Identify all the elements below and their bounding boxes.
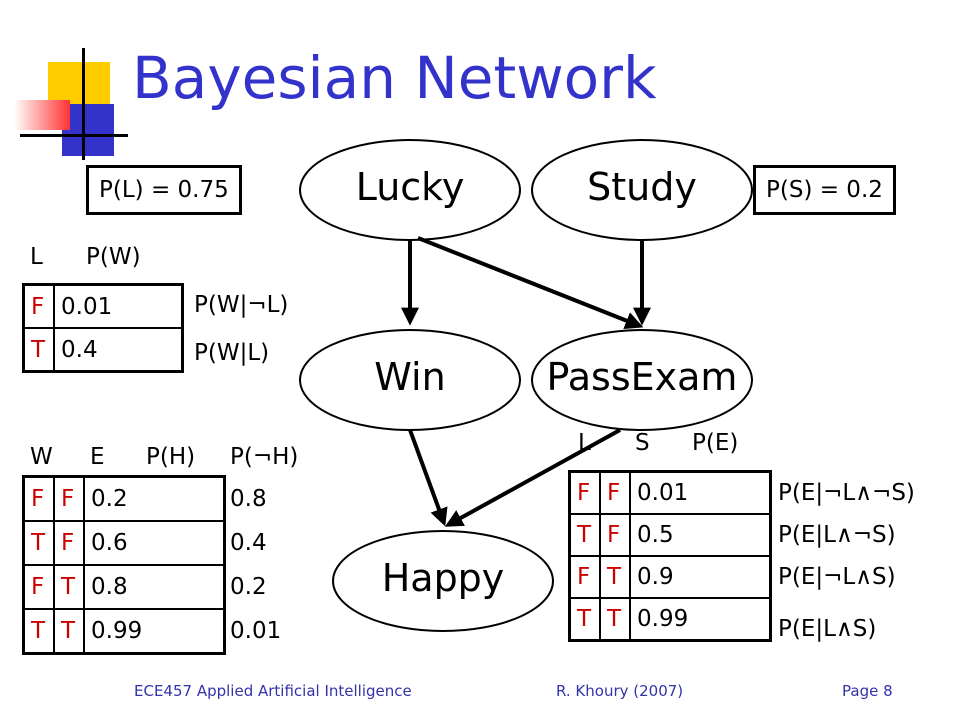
cell-p: 0.01 [629, 470, 772, 515]
cell-w: F [22, 564, 55, 610]
prior-lucky-box: P(L) = 0.75 [86, 165, 242, 215]
edge-win-happy [408, 429, 448, 527]
cell-l: F [568, 555, 601, 599]
exam-note: P(E|¬L∧S) [778, 564, 896, 590]
node-passexam-label: PassExam [546, 355, 738, 399]
node-lucky-label: Lucky [355, 165, 465, 209]
win-table-header-pw: P(W) [86, 244, 141, 270]
table-row: T 0.4 [22, 327, 184, 373]
cell-p: 0.99 [83, 608, 226, 655]
cell-e: T [53, 608, 85, 655]
deco-vertical-line [82, 48, 85, 160]
cell-w: T [22, 608, 55, 655]
cell-w: T [22, 520, 55, 566]
table-row: T T 0.99 [22, 608, 226, 655]
happy-cpt-table: F F 0.2 T F 0.6 F T 0.8 T T 0.99 [22, 475, 226, 655]
exam-note: P(E|L∧S) [778, 616, 877, 642]
cell-p: 0.9 [629, 555, 772, 599]
edge-lucky-passexam [417, 236, 644, 330]
cell-w: F [22, 475, 55, 522]
footer-course: ECE457 Applied Artificial Intelligence [134, 682, 412, 700]
cell-l: F [22, 283, 55, 329]
happy-not-value: 0.2 [230, 574, 267, 600]
cell-s: T [599, 555, 631, 599]
cell-p: 0.99 [629, 597, 772, 642]
happy-not-value: 0.01 [230, 618, 282, 644]
exam-note: P(E|¬L∧¬S) [778, 480, 915, 506]
table-row: T F 0.5 [568, 513, 772, 557]
footer-author: R. Khoury (2007) [556, 682, 684, 700]
happy-table-header-ph: P(H) [146, 444, 196, 470]
happy-not-value: 0.4 [230, 530, 267, 556]
exam-table-header-l: L [578, 430, 591, 456]
cell-p: 0.8 [83, 564, 226, 610]
deco-blue-square [62, 104, 114, 156]
win-table-header-l: L [30, 244, 43, 270]
table-row: F F 0.2 [22, 475, 226, 522]
table-row: F F 0.01 [568, 470, 772, 515]
edge-passexam-happy [444, 428, 621, 527]
exam-note: P(E|L∧¬S) [778, 522, 896, 548]
node-passexam [531, 329, 753, 431]
win-note-l: P(W|L) [194, 340, 270, 366]
cell-e: F [53, 475, 85, 522]
happy-not-value: 0.8 [230, 486, 267, 512]
cell-p: 0.4 [53, 327, 184, 373]
node-happy [332, 530, 554, 632]
cell-s: F [599, 470, 631, 515]
cell-l: F [568, 470, 601, 515]
cell-s: F [599, 513, 631, 557]
table-row: F T 0.9 [568, 555, 772, 599]
cell-p: 0.6 [83, 520, 226, 566]
node-win-label: Win [374, 355, 446, 399]
deco-red-square [14, 100, 70, 130]
happy-table-header-w: W [30, 444, 53, 470]
cell-e: F [53, 520, 85, 566]
node-study-label: Study [587, 165, 697, 209]
table-row: F 0.01 [22, 283, 184, 329]
prior-study-box: P(S) = 0.2 [753, 165, 896, 215]
cell-p: 0.5 [629, 513, 772, 557]
happy-table-header-e: E [90, 444, 105, 470]
win-cpt-table: F 0.01 T 0.4 [22, 283, 184, 373]
cell-p: 0.01 [53, 283, 184, 329]
footer-page-number: Page 8 [842, 682, 893, 700]
happy-table-header-pnh: P(¬H) [230, 444, 299, 470]
table-row: T F 0.6 [22, 520, 226, 566]
cell-e: T [53, 564, 85, 610]
exam-cpt-table: F F 0.01 T F 0.5 F T 0.9 T T 0.99 [568, 470, 772, 642]
cell-l: T [568, 513, 601, 557]
cell-l: T [568, 597, 601, 642]
cell-l: T [22, 327, 55, 373]
win-note-notl: P(W|¬L) [194, 292, 289, 318]
node-happy-label: Happy [381, 556, 505, 600]
exam-table-header-s: S [635, 430, 650, 456]
exam-table-header-pe: P(E) [692, 430, 739, 456]
cell-s: T [599, 597, 631, 642]
cell-p: 0.2 [83, 475, 226, 522]
table-row: F T 0.8 [22, 564, 226, 610]
table-row: T T 0.99 [568, 597, 772, 642]
deco-horizontal-line [20, 134, 128, 137]
slide-title: Bayesian Network [132, 44, 657, 112]
